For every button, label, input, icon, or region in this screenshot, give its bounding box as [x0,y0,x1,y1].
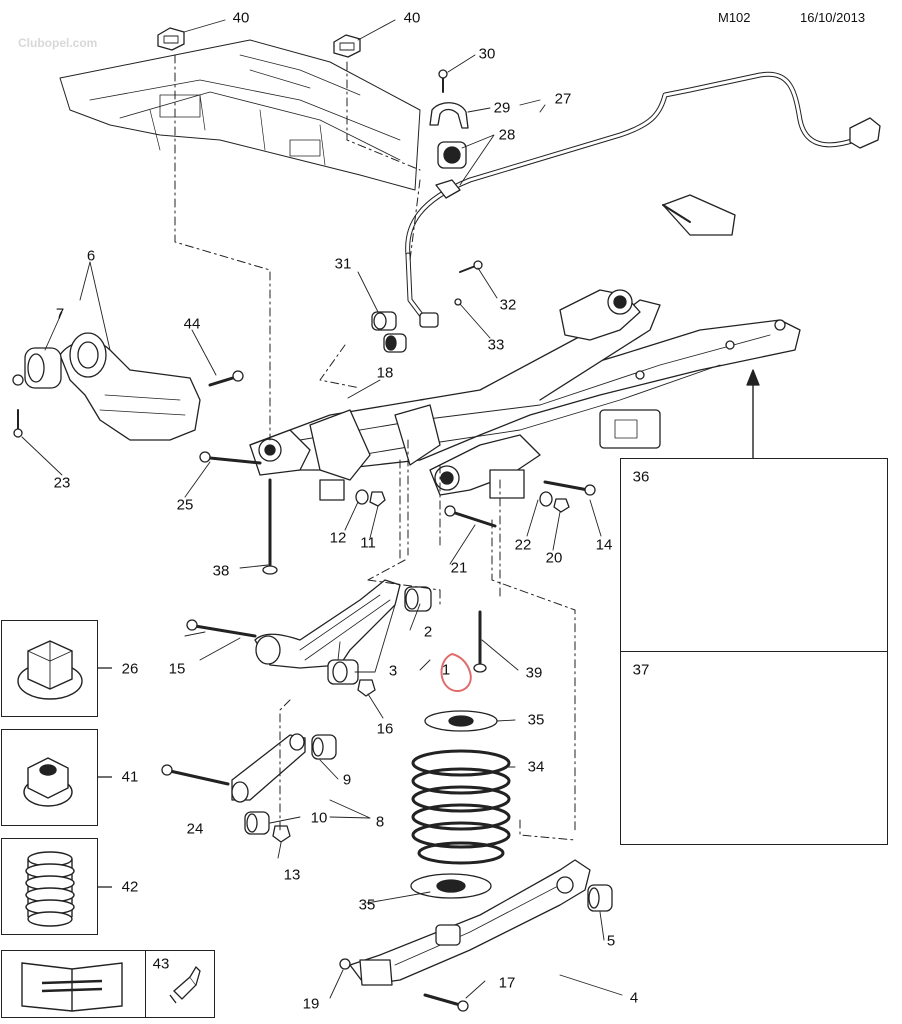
callout-6: 6 [86,247,96,265]
clip-nut-40-left [157,27,185,51]
legend-box-41 [1,729,98,826]
callout-24: 24 [186,820,204,838]
callout-38: 38 [212,562,230,580]
callout-35-top: 35 [527,711,545,729]
callout-40-left: 40 [232,9,250,27]
callout-44: 44 [183,315,201,333]
callout-5: 5 [606,932,616,950]
callout-31: 31 [334,255,352,273]
callout-30: 30 [478,45,496,63]
assembly-dash-lines [174,54,576,841]
legend-box-manual [1,950,146,1018]
sealant-tube-icon [169,965,201,1004]
callout-21: 21 [450,559,468,577]
callout-3: 3 [388,662,398,680]
callout-2: 2 [423,623,433,641]
watermark-text: Clubopel.com [18,36,98,50]
callout-19: 19 [302,995,320,1013]
nuts-washers [272,489,570,970]
callout-34: 34 [527,758,545,776]
coil-spring-assembly [410,710,511,899]
callout-16: 16 [376,720,394,738]
flange-nut-icon [17,640,83,700]
callout-18: 18 [376,364,394,382]
body-floor-panel [59,39,421,191]
diagram-code: M102 [718,10,751,25]
legend-box-43 [145,950,215,1018]
upper-control-arm [12,332,201,441]
callout-17: 17 [498,974,516,992]
callout-39: 39 [525,664,543,682]
detail-pointer-arrow [746,369,760,459]
callout-41: 41 [121,768,139,786]
callout-23: 23 [53,474,71,492]
callout-8: 8 [375,813,385,831]
toe-link [231,733,337,835]
clip-nut-40-right [333,34,361,58]
callout-32: 32 [499,296,517,314]
handwritten-circle-mark [440,653,472,692]
callout-4: 4 [629,989,639,1007]
hex-nut-icon [23,757,73,807]
stabilizer-bar [405,71,881,323]
callout-14: 14 [595,536,613,554]
callout-15: 15 [168,660,186,678]
diagram-date: 16/10/2013 [800,10,866,25]
callout-29: 29 [493,99,511,117]
callout-35-bottom: 35 [358,896,376,914]
callout-7: 7 [55,305,65,323]
front-direction-arrow [662,194,736,236]
callout-12: 12 [329,529,347,547]
repair-manual-icon [21,962,123,1012]
callout-1: 1 [441,661,451,679]
callout-10: 10 [310,809,328,827]
legend-box-26 [1,620,98,717]
callout-27: 27 [554,90,572,108]
callout-37: 37 [632,661,650,679]
callout-9: 9 [342,771,352,789]
callout-43: 43 [152,955,170,973]
callout-25: 25 [176,496,194,514]
bolts [161,370,596,1012]
callout-36: 36 [632,468,650,486]
callout-26: 26 [121,660,139,678]
callout-42: 42 [121,878,139,896]
callout-22: 22 [514,536,532,554]
callout-33: 33 [487,336,505,354]
stabilizer-link-bushings [371,260,483,353]
callout-leaders [21,19,623,999]
legend-box-42 [1,838,98,935]
callout-13: 13 [283,866,301,884]
lower-control-arm [254,579,432,685]
rear-crossmember [249,289,801,501]
inset-box-36 [620,458,888,652]
bellows-boot-icon [25,851,75,927]
callout-40-right: 40 [403,9,421,27]
trailing-arm [349,859,613,986]
callout-20: 20 [545,549,563,567]
inset-box-37 [620,651,888,845]
callout-28: 28 [498,126,516,144]
stabilizer-bushing-bracket [429,69,469,199]
callout-11: 11 [360,534,376,552]
